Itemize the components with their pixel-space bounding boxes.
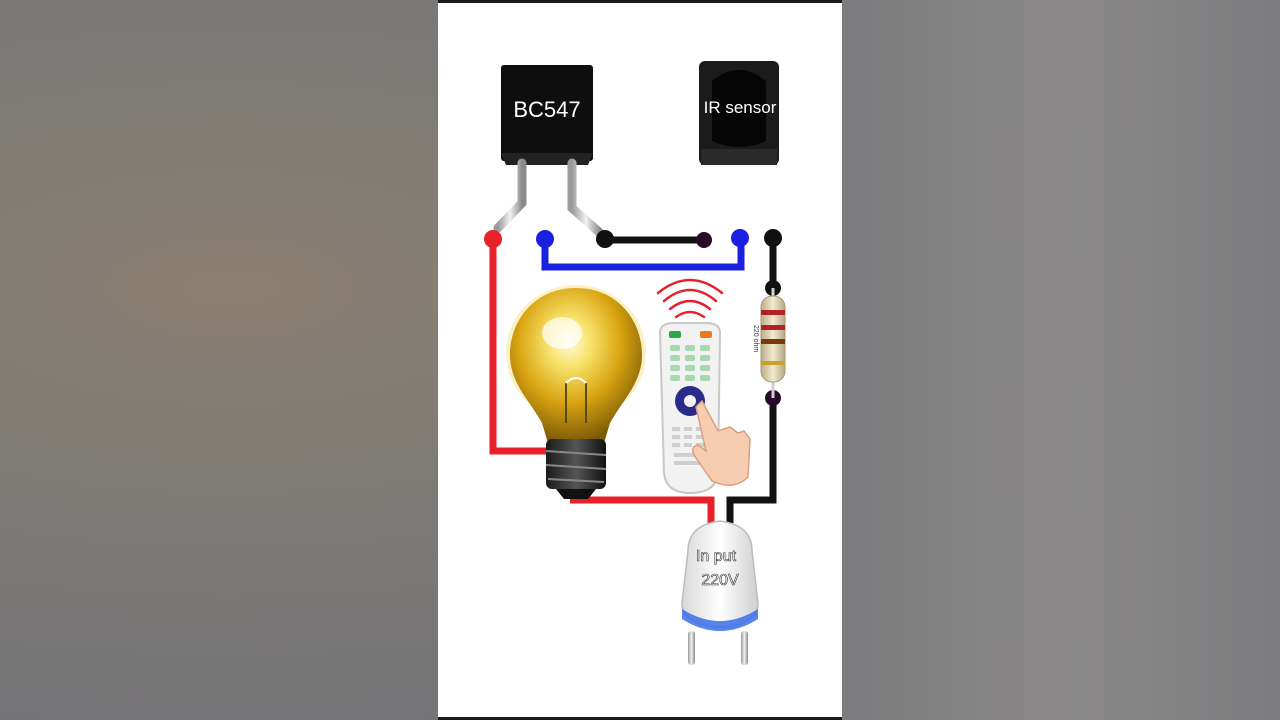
blurred-background-right — [842, 0, 1280, 720]
transistor-label: BC547 — [513, 97, 580, 122]
junction-black-sensor — [764, 229, 782, 247]
hand-icon — [691, 399, 751, 486]
ir-sensor-icon — [699, 61, 779, 238]
signal-waves-icon — [656, 278, 724, 319]
junction-black-right — [696, 232, 712, 248]
input-label-line2: 220V — [701, 572, 739, 589]
wire-blue — [541, 238, 745, 271]
junction-red — [484, 230, 502, 248]
wire-black-right — [726, 398, 777, 523]
input-label-line1: In put — [696, 548, 737, 565]
transistor-icon — [493, 65, 605, 243]
resistor-icon — [760, 288, 786, 398]
bulb-icon — [506, 285, 646, 499]
junction-blue-right — [731, 229, 749, 247]
resistor-label: 220 ohm — [752, 325, 759, 352]
diagram-card: BC547 IR sensor 220 ohm — [438, 0, 842, 720]
ir-sensor-label: IR sensor — [704, 98, 777, 117]
wire-red-left — [489, 240, 550, 455]
wire-red-bottom — [570, 496, 715, 523]
junction-black-left — [596, 230, 614, 248]
circuit-diagram: BC547 IR sensor 220 ohm — [484, 61, 786, 665]
plug-icon — [681, 520, 759, 665]
junction-blue-left — [536, 230, 554, 248]
